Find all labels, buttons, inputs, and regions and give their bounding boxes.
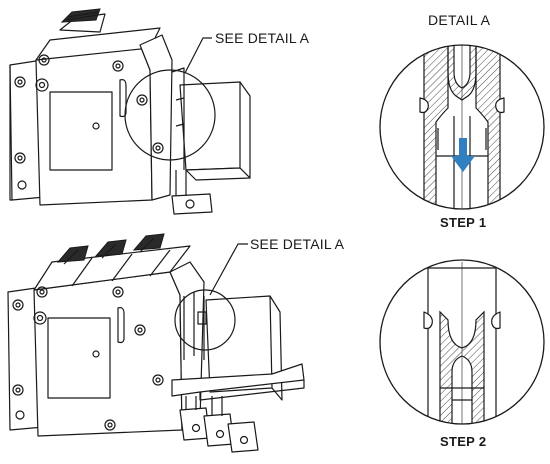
step2-label: STEP 2 — [440, 434, 487, 449]
callout-leader-bottom — [209, 243, 248, 296]
arrow-down-icon — [451, 138, 475, 172]
detail-step1 — [379, 44, 545, 210]
callout-leader-top — [184, 37, 212, 74]
breaker-single-pole — [9, 8, 251, 215]
detail-circle-top — [124, 69, 216, 161]
detail-title: DETAIL A — [428, 12, 491, 28]
detail-step2 — [379, 259, 545, 425]
step1-label: STEP 1 — [440, 215, 487, 230]
callout-label-top: SEE DETAIL A — [215, 30, 310, 46]
breaker-three-pole — [7, 233, 305, 453]
detail-circle-bottom — [174, 289, 236, 351]
callout-label-bottom: SEE DETAIL A — [250, 236, 345, 252]
